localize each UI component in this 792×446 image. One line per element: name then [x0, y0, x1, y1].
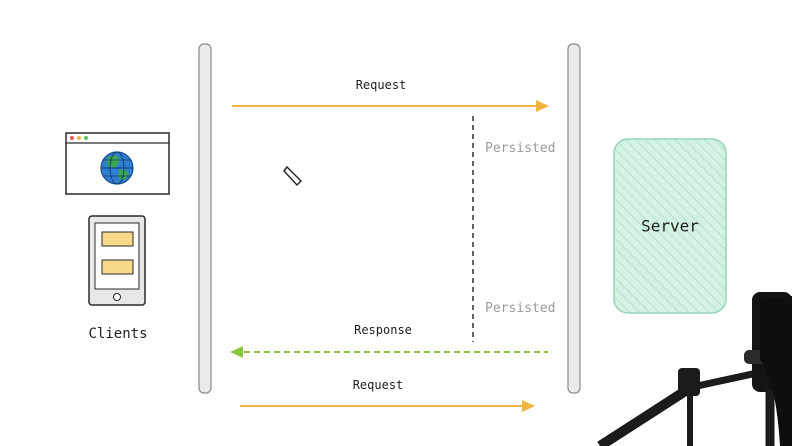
request-label-top: Request [355, 78, 407, 92]
request-arrow-bottom [240, 400, 535, 412]
clients-label: Clients [88, 326, 148, 342]
pointer-cursor-icon [283, 165, 302, 187]
mobile-phone-icon [88, 215, 146, 306]
server-label: Server [641, 216, 699, 236]
globe-icon [100, 151, 134, 185]
persisted-label-bottom: Persisted [485, 301, 556, 316]
response-label: Response [354, 323, 412, 337]
left-pillar [198, 43, 212, 394]
persisted-label-top: Persisted [485, 141, 556, 156]
right-pillar [567, 43, 581, 394]
request-label-bottom: Request [352, 378, 404, 392]
server-box [613, 138, 727, 314]
response-arrow [230, 346, 548, 358]
microphone-icon [597, 292, 792, 446]
request-arrow-top [232, 100, 549, 112]
